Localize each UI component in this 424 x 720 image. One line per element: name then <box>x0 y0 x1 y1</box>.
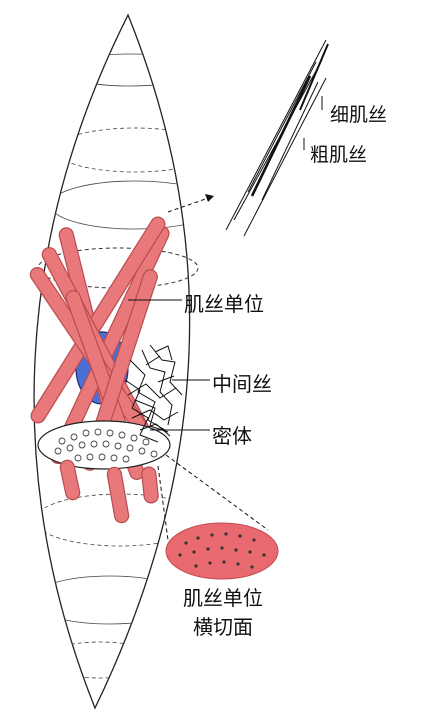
filament-bar <box>82 269 158 471</box>
label-thick-filament: 粗肌丝 <box>310 144 368 166</box>
thick-filament <box>250 75 312 197</box>
myofilament-cross-section <box>165 522 279 580</box>
leader-lines <box>128 299 210 431</box>
filament-detail <box>225 39 329 237</box>
dense-body-disc <box>37 420 171 470</box>
intermediate-filament-network <box>124 344 183 443</box>
label-thin-filament: 细肌丝 <box>330 104 388 126</box>
projection-lines <box>157 454 269 541</box>
label-myofilament-unit: 肌丝单位 <box>184 292 264 316</box>
filament-ends <box>59 459 159 524</box>
filament-bar <box>30 216 166 424</box>
thin-filament <box>261 81 319 201</box>
label-cross-section-line2: 横切面 <box>193 615 253 639</box>
label-cross-section-line1: 肌丝单位 <box>183 586 263 610</box>
cell-outline <box>33 13 191 710</box>
detail-arrow <box>167 194 215 213</box>
label-cross-section-title: 肌丝单位 横切面 <box>168 582 278 640</box>
label-dense-body: 密体 <box>212 424 252 448</box>
myofilament-units <box>29 216 170 480</box>
label-intermediate-filament: 中间丝 <box>212 372 272 396</box>
